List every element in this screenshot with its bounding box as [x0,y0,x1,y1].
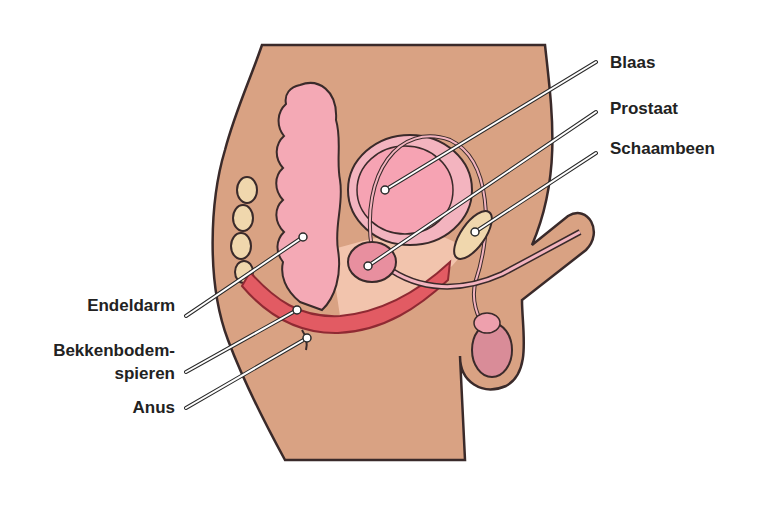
leader-lines [186,62,596,408]
body-outline [213,45,594,460]
epididymis [474,313,500,333]
coccyx [231,177,257,283]
part-label: Endeldarm [15,294,175,317]
part-label: Prostaat [610,97,760,120]
bladder-wall [348,135,472,245]
pubic-bone [447,205,499,265]
part-label: Anus [15,396,175,419]
part-label: Blaas [610,51,760,74]
rectum [276,83,341,310]
part-label: Schaambeen [610,137,760,160]
part-label: Bekkenbodem- spieren [25,339,175,385]
